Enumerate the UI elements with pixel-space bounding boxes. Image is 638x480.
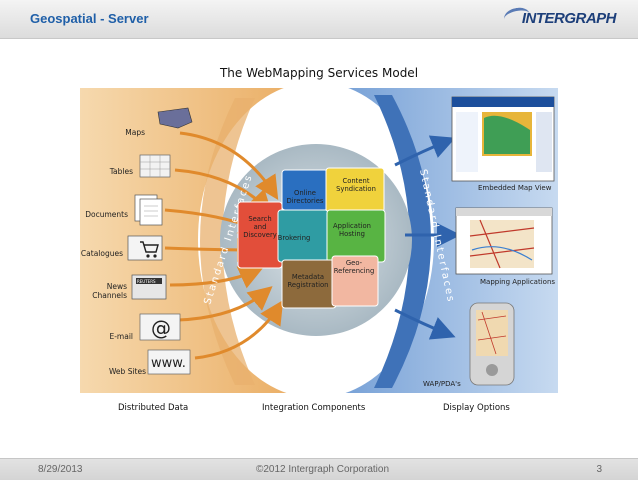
left-item-maps: Maps [125,128,145,137]
embedded-map-view-thumbnail [451,96,555,182]
footer-date: 8/29/2013 [38,464,83,475]
footer-page-number: 3 [596,464,602,475]
right-arrows [394,135,461,340]
news-badge: REUTERS [137,279,156,284]
web-sites-icon: www. [147,349,191,375]
slide-header: Geospatial - Server INTERGRAPH [0,0,638,39]
section-integration-components: Integration Components [262,403,366,413]
web-sites-glyph: www. [151,356,186,371]
intergraph-logo: INTERGRAPH [521,10,617,27]
puzzle [237,167,386,309]
right-item-embedded-map-view: Embedded Map View [478,184,552,192]
email-icon: @ [139,313,181,341]
right-item-wap-pda: WAP/PDA's [423,380,461,388]
left-arc-band [200,98,255,385]
section-display-options: Display Options [443,403,510,413]
email-at-glyph: @ [151,316,171,340]
header-title: Geospatial - Server [30,11,149,26]
slide-footer: 8/29/2013 ©2012 Intergraph Corporation 3 [0,458,638,480]
left-item-tables: Tables [109,167,133,176]
puzzle-label-geo-referencing: Geo-Referencing [334,259,375,275]
documents-icon [134,194,163,226]
left-item-documents: Documents [85,210,128,219]
news-icon: REUTERS [131,274,167,300]
map-icon [157,107,193,129]
pda-device-icon [469,302,515,386]
right-item-mapping-applications: Mapping Applications [480,278,555,286]
puzzle-geo-referencing [331,255,379,307]
left-item-catalogues: Catalogues [81,249,123,258]
diagram-title: The WebMapping Services Model [219,66,419,80]
right-arc-band [374,95,431,388]
shopping-cart-icon [127,235,163,261]
left-item-web-sites: Web Sites [109,367,146,376]
tables-icon [139,154,171,178]
section-distributed-data: Distributed Data [118,403,188,413]
footer-copyright: ©2012 Intergraph Corporation [256,464,390,475]
puzzle-label-brokering: Brokering [278,234,311,242]
mapping-applications-thumbnail [455,207,553,275]
left-item-email: E-mail [109,332,133,341]
